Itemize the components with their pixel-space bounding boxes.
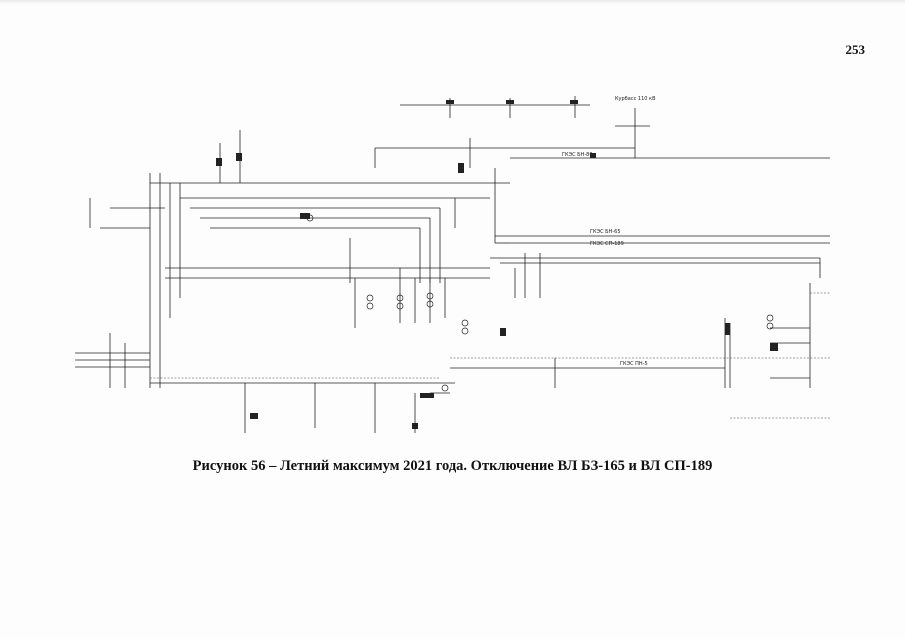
label-bus-110: Курбасс 110 кВ xyxy=(615,96,656,102)
power-network-diagram: Курбасс 110 кВ ГКЭС БН-86 ГКЭС БН-65 ГКЭ… xyxy=(70,88,830,448)
figure-caption: Рисунок 56 – Летний максимум 2021 года. … xyxy=(192,458,713,474)
label-line-sp189: ГКЭС СП-189 xyxy=(590,241,624,247)
label-line-bn86: ГКЭС БН-86 xyxy=(562,152,593,158)
network-schematic: Курбасс 110 кВ ГКЭС БН-86 ГКЭС БН-65 ГКЭ… xyxy=(75,96,830,433)
label-line-bn65: ГКЭС БН-65 xyxy=(590,229,621,235)
page-number: 253 xyxy=(845,42,866,57)
label-line-pn5: ГКЭС ПН-5 xyxy=(620,361,648,367)
scan-edge xyxy=(0,0,905,4)
